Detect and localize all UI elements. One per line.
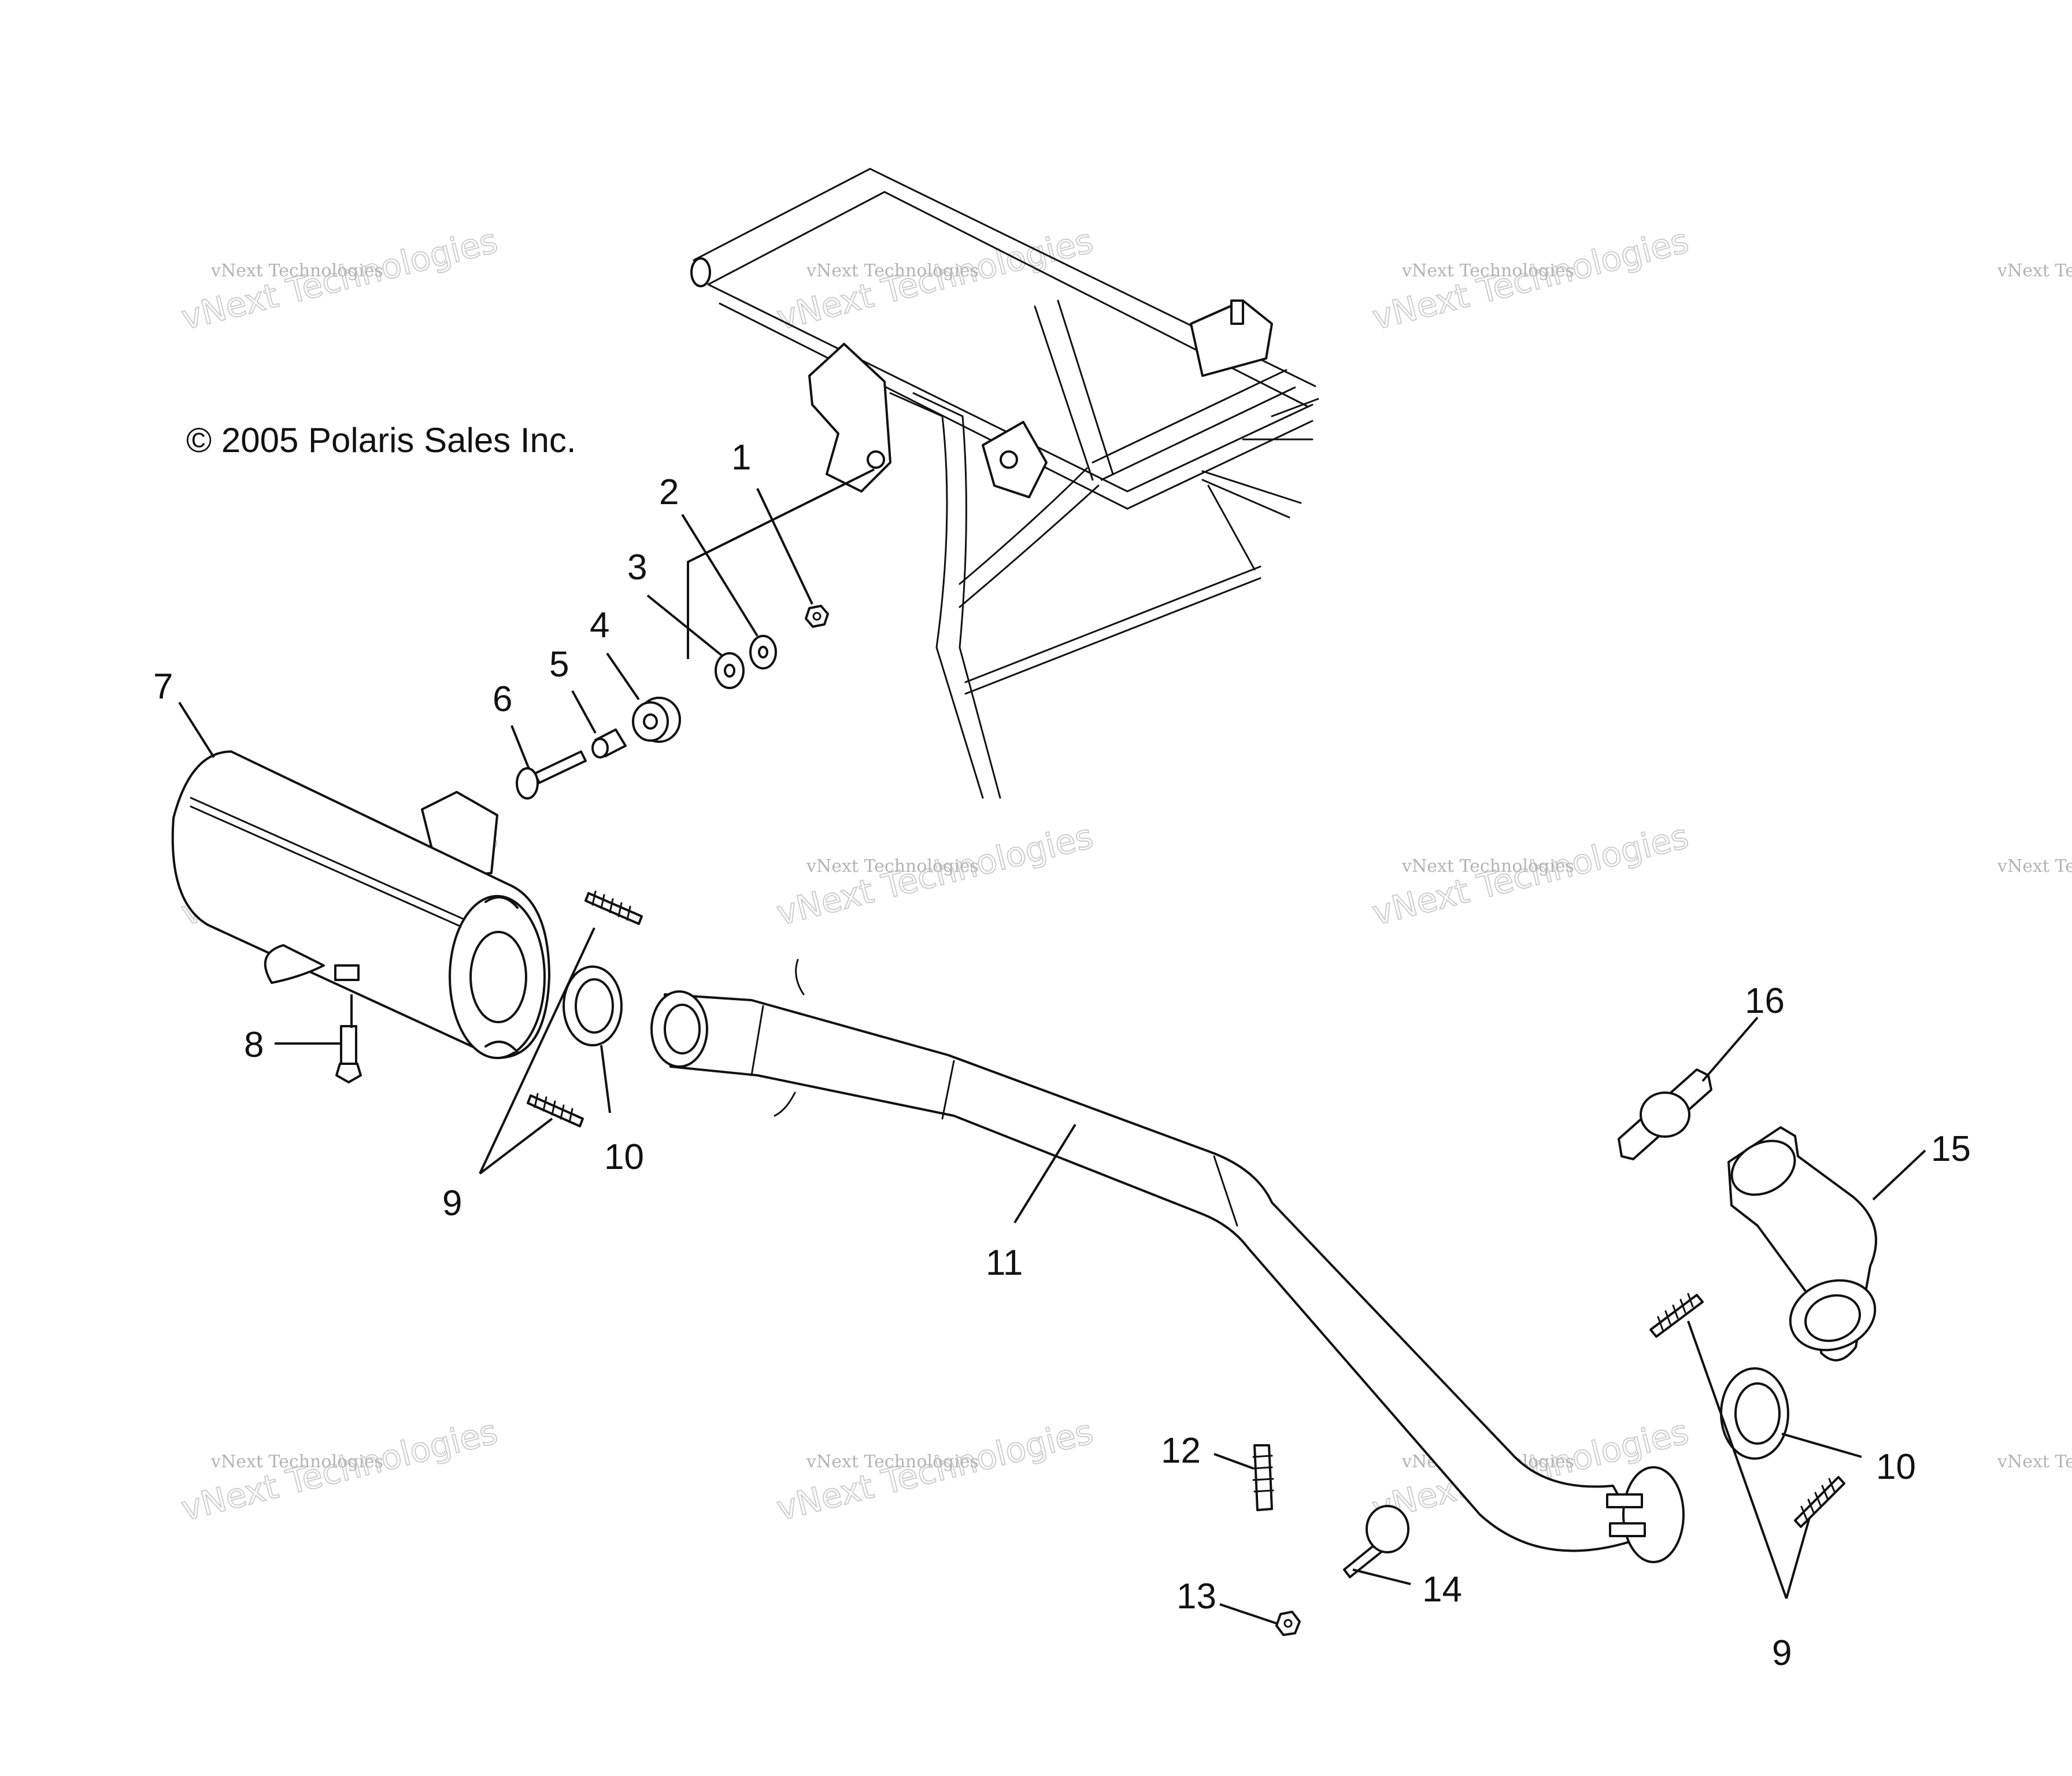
callout-7: 7: [153, 667, 173, 706]
svg-text:vNext Technologies: vNext Technologies: [806, 856, 979, 876]
callout-9: 9: [442, 1183, 462, 1223]
part-13-nut: [1275, 1611, 1301, 1636]
svg-text:vNext Technologies: vNext Technologies: [806, 261, 979, 281]
callout-13: 13: [1176, 1577, 1216, 1616]
watermark: vNext Technologies vNext Technologies: [177, 220, 502, 338]
callout-5: 5: [549, 645, 569, 684]
svg-text:vNext Technologies: vNext Technologies: [210, 1452, 383, 1472]
watermark: vNext Technologies vNext Technologies: [1368, 220, 1693, 338]
part-16-gasket: [1618, 1068, 1712, 1160]
callout-11: 11: [986, 1243, 1023, 1283]
svg-text:vNext Technologies: vNext Technologies: [1401, 856, 1574, 876]
leader-lines: [178, 488, 1926, 1625]
callout-labels: 1 2 3 4 5 6 7 8 9 10 9 10 11 12 13 14 15…: [153, 438, 1971, 1673]
callout-10b: 10: [1876, 1447, 1916, 1487]
callout-12: 12: [1161, 1431, 1201, 1471]
part-12-spring: [1252, 1444, 1274, 1511]
watermark: vNext Technologies: [1997, 1452, 2072, 1472]
part-3-washer: [715, 652, 745, 689]
watermark: vNext Technologies vNext Technologies: [772, 220, 1097, 338]
part-9-spring: [584, 890, 643, 925]
part-14-bolt: [1343, 1505, 1409, 1578]
callout-6: 6: [493, 679, 512, 719]
svg-text:vNext Technologies: vNext Technologies: [1997, 1452, 2072, 1472]
part-2-washer: [749, 635, 777, 669]
callout-4: 4: [590, 605, 609, 645]
part-8-bolt: [335, 1025, 362, 1083]
callout-10: 10: [604, 1137, 644, 1177]
part-10-gasket: [563, 965, 623, 1046]
part-4-grommet: [632, 697, 681, 743]
svg-text:vNext Technologies: vNext Technologies: [1997, 261, 2072, 281]
svg-text:vNext Technologies: vNext Technologies: [1401, 261, 1574, 281]
watermark: vNext Technologies vNext Technologies: [177, 1411, 502, 1529]
callout-2: 2: [659, 472, 679, 512]
callout-14: 14: [1422, 1570, 1462, 1610]
frame-illustration: [690, 168, 1319, 799]
part-9-spring: [1794, 1476, 1845, 1528]
callout-1: 1: [731, 438, 751, 478]
callout-15: 15: [1931, 1129, 1971, 1169]
part-1-nut: [805, 605, 829, 628]
part-6-bolt: [516, 750, 587, 800]
part-7-muffler: [171, 750, 550, 1059]
part-10-gasket: [1720, 1367, 1789, 1460]
part-9-spring: [1649, 1293, 1704, 1338]
part-5-bushing: [591, 728, 627, 758]
watermark: vNext Technologies: [1997, 261, 2072, 281]
part-9-spring: [527, 1093, 584, 1127]
part-11-head-pipe: [650, 959, 1685, 1563]
part-15-manifold: [1727, 1126, 1877, 1361]
watermark: vNext Technologies vNext Technologies: [1368, 816, 1693, 934]
callout-16: 16: [1745, 981, 1785, 1021]
callout-3: 3: [627, 547, 647, 587]
watermark: vNext Technologies vNext Technologies: [772, 1411, 1097, 1529]
svg-text:vNext Technologies: vNext Technologies: [1997, 856, 2072, 876]
mount-leader: [687, 468, 875, 659]
watermark: vNext Technologies: [1997, 856, 2072, 876]
watermark: vNext Technologies vNext Technologies: [772, 816, 1097, 934]
copyright-text: © 2005 Polaris Sales Inc.: [186, 421, 576, 460]
svg-text:vNext Technologies: vNext Technologies: [806, 1452, 979, 1472]
svg-text:vNext Technologies: vNext Technologies: [210, 261, 383, 281]
callout-8: 8: [244, 1025, 264, 1065]
callout-9b: 9: [1772, 1633, 1792, 1673]
